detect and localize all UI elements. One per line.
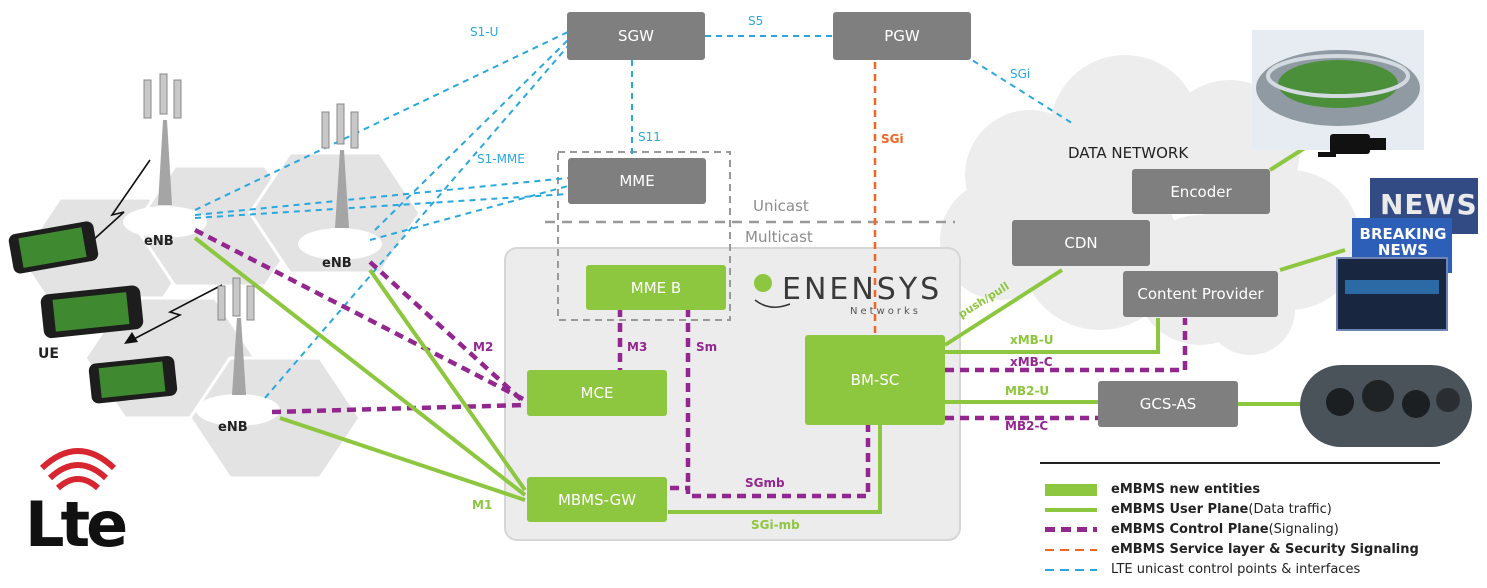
legend-swatch-control-plane xyxy=(1045,527,1097,532)
camera-icon xyxy=(1318,134,1386,157)
iface-s5: S5 xyxy=(748,14,764,28)
enensys-brand-sub: Networks xyxy=(850,306,921,317)
legend-text-new-entities: eMBMS new entities xyxy=(1111,482,1261,497)
node-mme-b: MME B xyxy=(586,265,726,310)
enb-label-2: eNB xyxy=(322,256,352,271)
legend-item-lte-unicast: LTE unicast control points & interfaces xyxy=(1045,562,1360,577)
embms-user-plane xyxy=(193,130,1346,514)
legend-swatch-user-plane xyxy=(1045,507,1097,512)
legend-text-user-plane: (Data traffic) xyxy=(1248,502,1332,517)
node-cdn: CDN xyxy=(1012,220,1150,266)
news-image-2-text: BREAKING NEWS xyxy=(1359,225,1447,259)
mme-domain-box xyxy=(557,151,731,321)
enb-tower-3 xyxy=(217,277,255,395)
iface-sgi-mb: SGi-mb xyxy=(751,518,800,532)
legend-item-service-layer: eMBMS Service layer & Security Signaling xyxy=(1045,542,1419,557)
data-network-label: DATA NETWORK xyxy=(1068,144,1189,162)
node-mbms-gw: MBMS-GW xyxy=(527,477,667,522)
node-sgw: SGW xyxy=(567,12,705,60)
lte-logo-text: Lte xyxy=(25,488,128,561)
node-bm-sc: BM-SC xyxy=(805,335,945,425)
legend-item-user-plane: eMBMS User Plane (Data traffic) xyxy=(1045,502,1332,517)
iface-s1u: S1-U xyxy=(470,25,499,39)
enb-coverage-spots xyxy=(123,206,382,426)
node-content-provider: Content Provider xyxy=(1123,271,1278,317)
iface-sm: Sm xyxy=(696,340,718,354)
legend-text-control-plane: (Signaling) xyxy=(1268,522,1339,537)
radio-arrow-2 xyxy=(124,332,138,344)
iface-m3: M3 xyxy=(627,340,648,354)
enensys-brand-name: ENENSYS xyxy=(782,272,943,307)
security-forces-image xyxy=(1300,365,1472,447)
node-mme: MME xyxy=(568,158,706,204)
iface-xmb-c: xMB-C xyxy=(1010,355,1053,369)
news-image-1-text: NEWS xyxy=(1380,188,1478,221)
iface-sgi-blue: SGi xyxy=(1010,67,1031,81)
legend-item-control-plane: eMBMS Control Plane (Signaling) xyxy=(1045,522,1339,537)
node-encoder: Encoder xyxy=(1132,169,1270,214)
lte-signal-icon xyxy=(39,448,117,491)
legend-swatch-new-entities xyxy=(1045,483,1097,496)
stadium-image xyxy=(1252,30,1424,150)
iface-sgi-orange: SGi xyxy=(881,132,904,146)
enb-tower-2 xyxy=(321,103,359,228)
unicast-label: Unicast xyxy=(753,197,809,215)
ue-phone-3 xyxy=(88,355,178,404)
legend-text-user-plane-bold: eMBMS User Plane xyxy=(1111,502,1249,517)
enensys-logo-icon xyxy=(754,274,791,308)
enb-label-1: eNB xyxy=(144,234,174,249)
legend-swatch-lte-unicast xyxy=(1045,568,1097,571)
iface-xmb-u: xMB-U xyxy=(1010,333,1054,347)
legend-swatch-service-layer xyxy=(1045,548,1097,551)
iface-sgmb: SGmb xyxy=(745,476,785,490)
ue-phone-1 xyxy=(8,221,99,274)
node-gcs-as: GCS-AS xyxy=(1098,381,1238,427)
iface-s1mme: S1-MME xyxy=(477,152,525,166)
radio-links xyxy=(79,159,223,341)
multicast-label: Multicast xyxy=(745,228,813,246)
node-mce: MCE xyxy=(527,370,667,416)
iface-mb2-c: MB2-C xyxy=(1005,419,1049,433)
ue-label: UE xyxy=(38,346,59,362)
multicast-area xyxy=(504,247,961,541)
legend-item-new-entities: eMBMS new entities xyxy=(1045,482,1260,497)
iface-mb2-u: MB2-U xyxy=(1005,384,1050,398)
iface-s11: S11 xyxy=(638,130,661,144)
iface-m1: M1 xyxy=(472,498,493,512)
embms-control-plane xyxy=(193,227,1188,499)
ue-phone-2 xyxy=(40,285,144,339)
legend-text-lte-unicast: LTE unicast control points & interfaces xyxy=(1111,562,1361,577)
node-pgw: PGW xyxy=(833,12,971,60)
news-image-3 xyxy=(1336,257,1448,331)
legend-text-control-plane-bold: eMBMS Control Plane xyxy=(1111,522,1269,537)
enb-label-3: eNB xyxy=(218,420,248,435)
iface-m2: M2 xyxy=(473,340,494,354)
legend-text-service-layer: eMBMS Service layer & Security Signaling xyxy=(1111,542,1419,557)
enb-tower-1 xyxy=(143,73,182,205)
